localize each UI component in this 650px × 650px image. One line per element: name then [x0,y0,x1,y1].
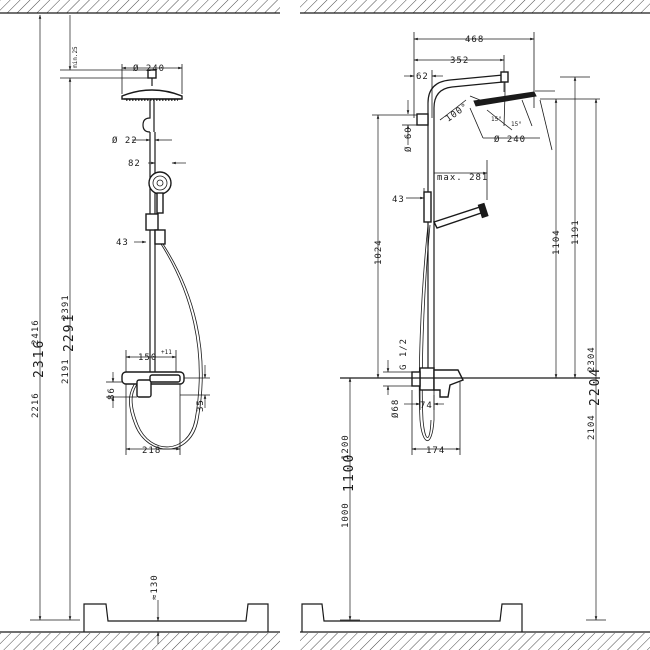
dim-43-side: 43 [392,195,405,205]
dim-min25: min.25 [72,46,79,68]
ceiling-right [300,0,650,14]
mixer-front [121,371,185,398]
dim-150: 150 [138,353,157,363]
floor-left [0,631,280,650]
riser-pipe-right [427,74,504,375]
dim-1100: 1100 [342,453,357,492]
dim-1104: 1104 [552,229,562,255]
front-view [30,14,210,644]
dim-130: ≈130 [150,574,160,600]
dim-2416: 2416 [31,319,41,345]
shower-tray-left [83,603,269,632]
ceiling-left [0,0,280,14]
dim-2191: 2191 [61,358,71,384]
slider-front [145,213,159,231]
dim-86: 86 [107,387,117,400]
shower-tray-right [301,603,523,632]
dim-43-front: 43 [116,238,129,248]
mixer-side [411,367,464,398]
dim-1024: 1024 [374,239,384,265]
dim-g12: G 1/2 [399,338,409,370]
dim-angle15b: 15° [511,121,522,128]
dim-2304: 2304 [587,346,597,372]
shower-hose-side [418,224,435,441]
dim-62: 62 [416,72,429,82]
dim-dia22: Ø 22 [112,135,138,146]
dim-2291: 2291 [62,313,77,352]
side-view [340,32,606,621]
dim-angle100: 100° [444,102,471,125]
hand-shower-side [423,191,489,229]
dim-2204: 2204 [588,367,603,406]
dim-max281: max. 281 [437,173,488,183]
dim-angle15a: 15° [491,116,502,123]
dim-dia68: Ø68 [390,399,401,418]
dim-2104: 2104 [587,414,597,440]
floor-right [300,631,650,650]
dim-dia240-front: Ø 240 [133,63,165,74]
dim-468: 468 [465,35,484,45]
dim-dia60: Ø 60 [403,126,414,152]
dim-1200: 1200 [341,434,351,460]
shower-hose-front [131,243,200,448]
dim-dia240-side: Ø 240 [494,134,526,145]
dim-174: 174 [426,446,445,456]
dim-2391: 2391 [61,294,71,320]
dim-2216: 2216 [31,392,41,418]
dim-1000: 1000 [341,502,351,528]
dim-35: 35 [196,399,206,412]
dim-82: 82 [128,159,141,169]
hand-shower-front [148,171,172,214]
dim-74: 74 [420,401,433,411]
dim-150-tol: +11 [161,349,172,356]
dim-352: 352 [450,56,469,66]
dim-218: 218 [142,446,161,456]
dim-1191: 1191 [571,219,581,245]
overhead-shower-head [121,89,183,101]
dim-2316: 2316 [32,339,47,378]
